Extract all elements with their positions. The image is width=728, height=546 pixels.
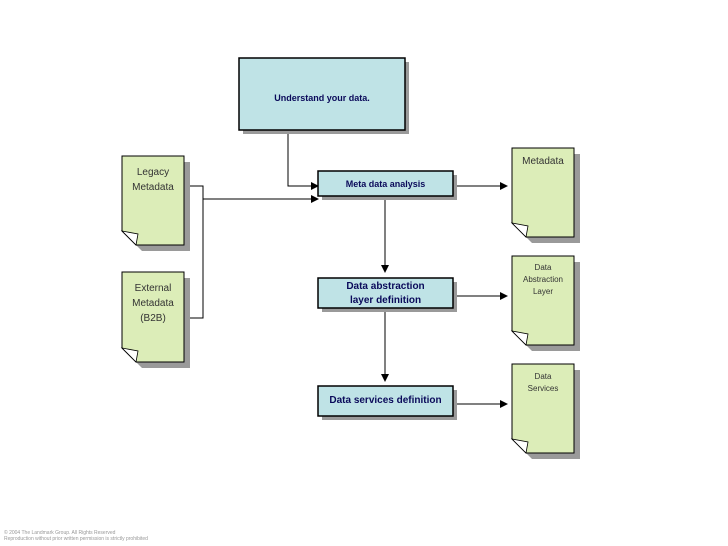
box-understand [238, 57, 409, 134]
doc-abstraction-layer [510, 255, 580, 351]
doc-metadata [510, 147, 580, 243]
legacy-metadata-label: Legacy Metadata [122, 165, 184, 195]
abstraction-layer-line-3: Layer [532, 287, 553, 296]
abstraction-layer-label: Data Abstraction Layer [512, 262, 574, 298]
metadata-line-1: Metadata [522, 156, 564, 167]
legacy-line-1: Legacy [136, 167, 170, 178]
connector-understand-to-analysis [287, 133, 319, 190]
box-abstraction [317, 277, 457, 312]
meta-analysis-label: Meta data analysis [345, 178, 426, 189]
abstraction-layer-line-1: Data [534, 263, 552, 272]
external-line-1: External [134, 283, 172, 294]
abstraction-label-line-2: layer definition [349, 295, 422, 306]
abstraction-layer-line-2: Abstraction [522, 275, 564, 284]
data-services-line-2: Services [527, 384, 559, 393]
copyright-footer: © 2004 The Landmark Group. All Rights Re… [4, 530, 148, 542]
data-services-label: Data Services [512, 371, 574, 395]
doc-external-metadata [120, 271, 190, 368]
copyright-line-2: Reproduction without prior written permi… [4, 536, 148, 542]
abstraction-label-line-1: Data abstraction [346, 281, 425, 292]
box-meta-analysis [317, 170, 457, 200]
connector-legacy-bracket [188, 185, 204, 319]
connectors [188, 133, 508, 408]
legacy-line-2: Metadata [132, 182, 174, 193]
data-services-line-1: Data [534, 372, 552, 381]
services-label: Data services definition [329, 395, 442, 406]
copyright-line-1: © 2004 The Landmark Group. All Rights Re… [4, 530, 116, 536]
understand-label: Understand your data. [274, 93, 370, 103]
doc-data-services [510, 363, 580, 459]
external-line-3: (B2B) [140, 313, 166, 324]
metadata-label: Metadata [512, 154, 574, 169]
doc-legacy-metadata [120, 155, 190, 251]
box-services [317, 385, 457, 420]
abstraction-label: Data abstraction layer definition [318, 280, 453, 308]
external-line-2: Metadata [132, 298, 174, 309]
external-metadata-label: External Metadata (B2B) [122, 281, 184, 326]
